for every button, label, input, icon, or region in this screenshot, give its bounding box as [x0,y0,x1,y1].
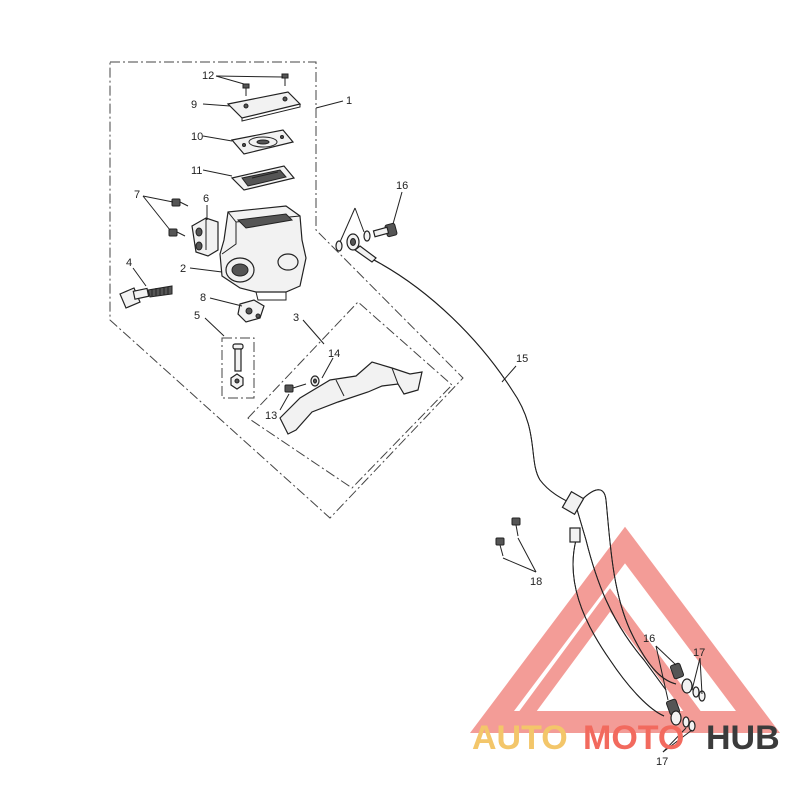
watermark-text-auto: AUTO [472,719,568,757]
callout-14: 14 [328,348,340,360]
callout-11: 11 [191,165,202,177]
callout-8: 8 [200,292,206,304]
banjo-bolt-lower-left [665,698,696,732]
hose-banjo-fitting-top [346,233,377,263]
watermark-logo: AUTO MOTO HUB [472,719,780,757]
lever-adjuster-screw [284,383,307,393]
reservoir-cover [226,91,302,122]
brake-hose [373,259,677,717]
callout-3: 3 [293,312,299,324]
diaphragm-plate [230,129,295,155]
banjo-bolt-upper [372,222,398,238]
lever-pivot-nut [230,373,244,390]
callout-5: 5 [194,310,200,322]
callout-10: 10 [191,131,203,143]
banjo-bolt-lower-right [669,662,706,702]
diaphragm [230,165,296,191]
assembly-boundary-outline [109,61,464,519]
cover-screw-right [281,73,289,86]
lever-bush [310,375,320,387]
master-cylinder-body [219,205,307,301]
sealing-washer-upper-a [363,230,371,242]
callout-6: 6 [203,193,209,205]
clamp-bolt-upper [171,198,189,207]
callout-12: 12 [202,70,214,82]
sealing-washer-upper-b [335,240,343,252]
callout-17-lower: 17 [656,756,668,768]
callout-16-lower: 16 [643,633,655,645]
lever-pivot-bracket [237,299,265,323]
hose-guide-bolt-lower [495,537,505,557]
clamp-bolt-lower [168,228,186,237]
lever-kit-boundary-outline [247,301,453,489]
callout-17-upper: 17 [693,647,705,659]
cover-screw-left [242,83,250,96]
hose-guide-bolt-upper [511,517,521,537]
brake-lever [279,361,423,435]
watermark-text-hub: HUB [706,719,780,757]
callout-9: 9 [191,99,197,111]
callout-18: 18 [530,576,542,588]
watermark-triangle [469,526,781,733]
callout-4: 4 [126,257,132,269]
watermark-text-moto: MOTO [583,719,684,757]
callout-16: 16 [396,180,408,192]
callout-13: 13 [265,410,277,422]
leader-lines [132,75,703,753]
brake-light-switch [119,285,173,309]
callout-7: 7 [134,189,140,201]
callout-2: 2 [180,263,186,275]
pivot-bolt-box [221,337,255,399]
handlebar-clamp [191,217,219,257]
callout-1: 1 [346,95,352,107]
callout-15: 15 [516,353,528,365]
lever-pivot-bolt [232,343,244,372]
